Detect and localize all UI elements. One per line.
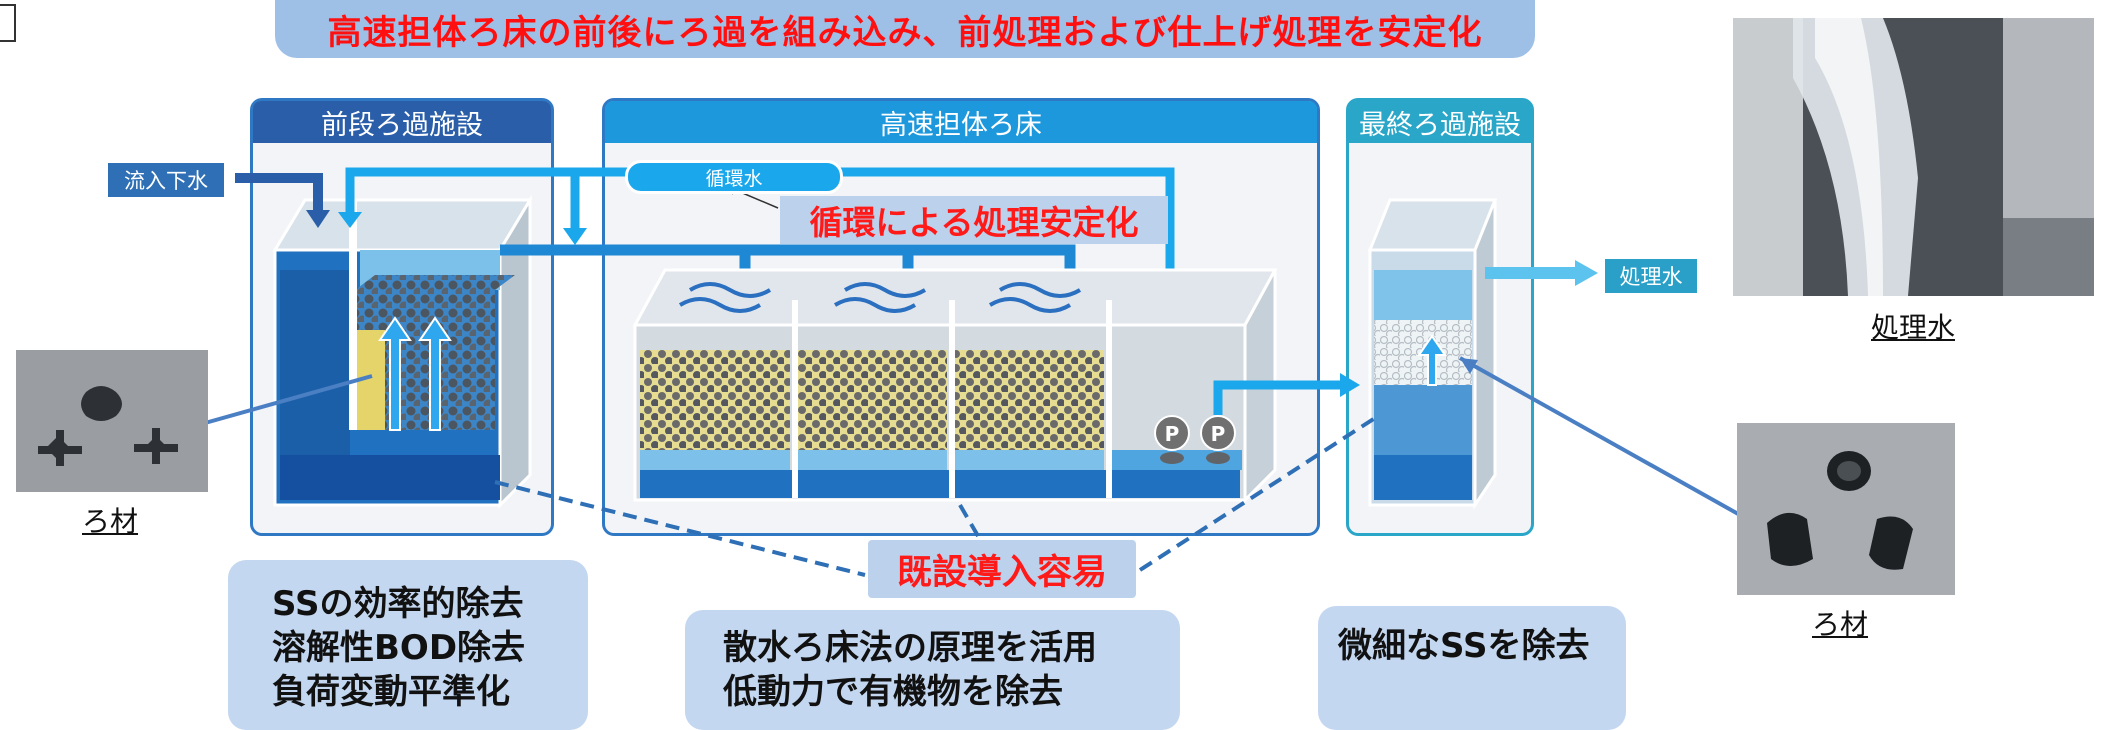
- main-bed-tank: P P: [632, 268, 1278, 504]
- treated-water-caption: 処理水: [1871, 311, 1956, 344]
- note-main-line-1: 散水ろ床法の原理を活用: [723, 628, 1097, 668]
- pre-filter-tank: [272, 194, 533, 509]
- note-pre-filter: SSの効率的除去 溶解性BOD除去 負荷変動平準化: [228, 560, 588, 730]
- corner-mark: [0, 4, 16, 42]
- retrofit-label: 既設導入容易: [868, 540, 1136, 598]
- media-left-caption: ろ材: [82, 505, 139, 538]
- note-main-bed: 散水ろ床法の原理を活用 低動力で有機物を除去: [685, 610, 1180, 730]
- ring-media-icon: [1737, 423, 1955, 595]
- media-photo-left: [16, 350, 208, 492]
- media-photo-right: [1737, 423, 1955, 595]
- note-pre-line-3: 負荷変動平準化: [272, 672, 510, 712]
- water-flow-icon: [1733, 18, 2094, 296]
- pump-1-label: P: [1165, 422, 1180, 446]
- media-right-caption: ろ材: [1812, 608, 1869, 641]
- treated-water-photo: [1733, 18, 2094, 296]
- treated-water-tag: 処理水: [1605, 259, 1697, 293]
- cross-media-icon: [16, 350, 208, 492]
- final-filter-header: 最終ろ過施設: [1349, 101, 1531, 143]
- inflow-label: 流入下水: [108, 163, 224, 197]
- recirculation-callout: 循環による処理安定化: [780, 196, 1168, 244]
- recirculation-pipe-label: 循環水: [625, 160, 843, 194]
- title-banner: 高速担体ろ床の前後にろ過を組み込み、前処理および仕上げ処理を安定化: [275, 0, 1535, 58]
- note-final-filter: 微細なSSを除去: [1318, 606, 1626, 730]
- note-final-line-1: 微細なSSを除去: [1338, 626, 1590, 666]
- note-pre-line-2: 溶解性BOD除去: [272, 628, 526, 668]
- main-bed-header: 高速担体ろ床: [605, 101, 1317, 143]
- final-filter-tank: [1367, 198, 1498, 510]
- pre-filter-header: 前段ろ過施設: [253, 101, 551, 143]
- pump-2-label: P: [1211, 422, 1226, 446]
- note-pre-line-1: SSの効率的除去: [272, 584, 524, 624]
- note-main-line-2: 低動力で有機物を除去: [723, 672, 1063, 712]
